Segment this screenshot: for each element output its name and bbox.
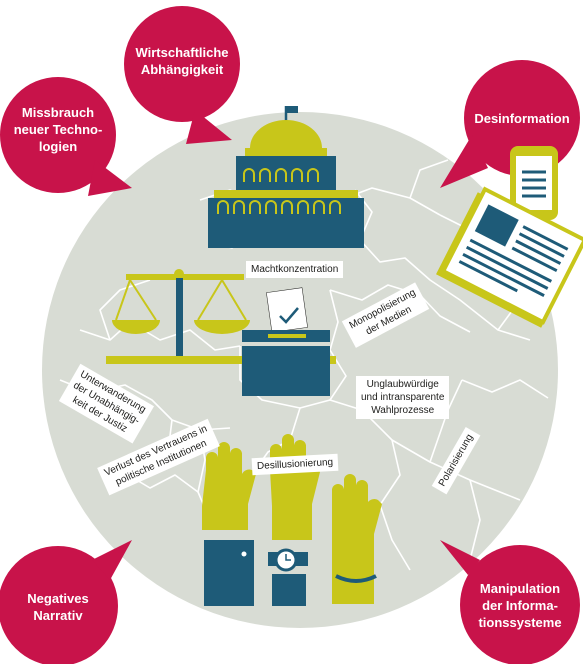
threat-wirtschaft xyxy=(124,6,240,144)
threat-label-narrativ: Negatives Narrativ xyxy=(27,591,89,623)
threat-missbrauch xyxy=(0,77,132,196)
label-wahlprozesse: Unglaubwürdige und intransparente Wahlpr… xyxy=(356,376,450,419)
label-machtkonzentration: Machtkonzentration xyxy=(246,261,344,278)
threat-label-wirtschaft: Wirtschaftliche Abhängigkeit xyxy=(135,45,229,77)
newspaper-icon xyxy=(436,186,583,328)
capitol-icon xyxy=(208,106,364,248)
threat-manipulation xyxy=(440,540,580,664)
threat-label-missbrauch: Missbrauch neuer Techno- logien xyxy=(13,105,103,154)
scales-icon xyxy=(106,269,336,364)
ballot-box-icon xyxy=(242,287,330,396)
threat-label-desinformation: Desinformation xyxy=(474,111,570,126)
threat-narrativ xyxy=(0,540,132,664)
smartphone-icon xyxy=(510,146,558,220)
threat-label-manipulation: Manipulation der Informa- tionssysteme xyxy=(478,581,562,630)
